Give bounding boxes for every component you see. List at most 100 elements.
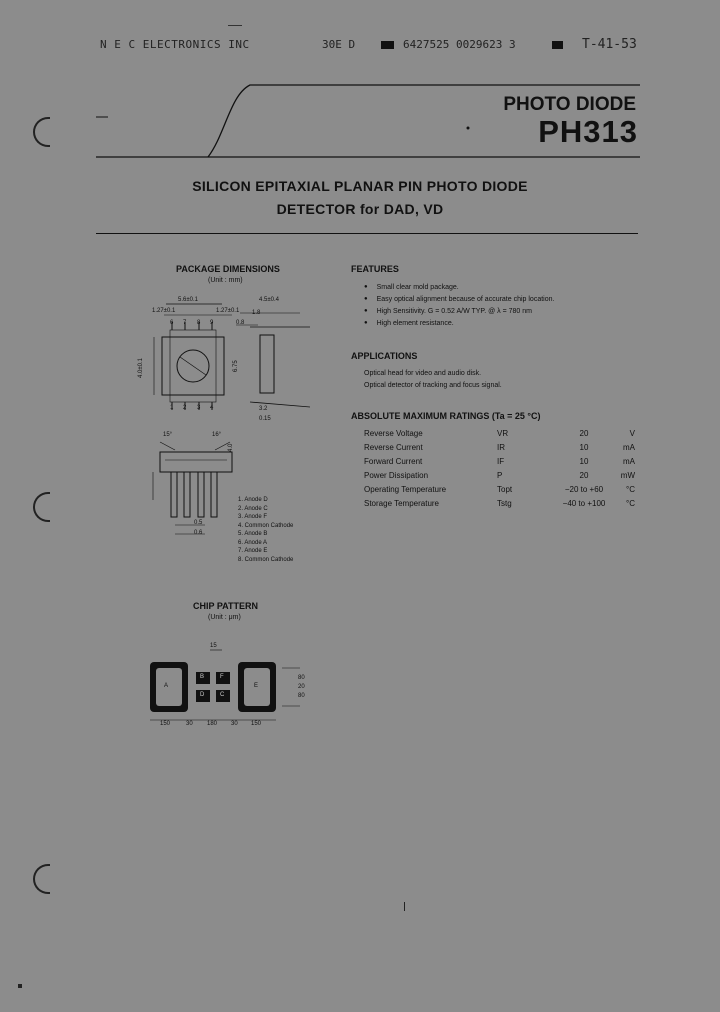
pin-item: 2. Anode C [238, 505, 268, 512]
chip-cell-e: E [254, 683, 259, 689]
pin-item: 5. Anode B [238, 531, 268, 537]
pin-label-bottom-4: 4 [210, 405, 214, 411]
pin-label-bottom-1: 1 [170, 405, 174, 411]
param-cell: Forward Current [364, 457, 423, 466]
ratings-heading: ABSOLUTE MAXIMUM RATINGS (Ta = 25 °C) [351, 411, 541, 421]
dim-angle-16: 16° [212, 432, 222, 438]
unit-cell: °C [626, 485, 635, 494]
chip-cell-b: B [200, 674, 205, 680]
chip-bottom-dim: 30 [186, 721, 193, 727]
symbol-cell: Tstg [497, 499, 512, 508]
header-number: 6427525 0029623 3 [403, 38, 516, 51]
chip-bottom-dim: 180 [207, 721, 218, 727]
chip-right-dim: 80 [298, 675, 305, 681]
value-cell: 20 [579, 429, 589, 438]
chip-cell-d: D [200, 692, 205, 698]
pin-label-bottom-3: 3 [197, 405, 201, 411]
table-row: Reverse Voltage VR 20 V [364, 429, 635, 443]
dim-width: 5.6±0.1 [178, 297, 198, 303]
title-bar-graphic [96, 84, 640, 158]
pin-item: 3. Anode F [238, 514, 268, 520]
param-cell: Storage Temperature [364, 499, 440, 508]
dim-height: 4.0±0.1 [138, 358, 144, 378]
unit-cell: °C [626, 499, 635, 508]
symbol-cell: VR [497, 429, 509, 438]
dim-pitch-right: 1.27±0.1 [216, 308, 240, 314]
table-row: Forward Current IF 10 mA [364, 457, 635, 471]
param-cell: Reverse Voltage [364, 429, 423, 438]
feature-item: Easy optical alignment because of accura… [364, 296, 555, 303]
symbol-cell: IR [497, 443, 505, 452]
table-row: Operating Temperature Topt −20 to +60 °C [364, 485, 635, 499]
unit-cell: mA [623, 457, 635, 466]
dim-0-6: 0.6 [194, 530, 203, 536]
ratings-table: Reverse Voltage VR 20 V Reverse Current … [364, 429, 635, 513]
scan-speck [18, 984, 22, 988]
value-cell: 20 [579, 471, 589, 480]
package-heading: PACKAGE DIMENSIONS [176, 264, 280, 274]
title-line-2: DETECTOR for DAD, VD [276, 201, 444, 217]
applications-list: Optical head for video and audio disk. O… [364, 370, 502, 394]
symbol-cell: P [497, 471, 503, 480]
product-category: PHOTO DIODE [503, 94, 636, 115]
chip-top-dim: 15 [210, 643, 217, 649]
chip-cell-f: F [220, 674, 224, 680]
scan-speck [404, 902, 405, 911]
feature-item: High Sensitivity. G = 0.52 A/W TYP. @ λ … [364, 308, 554, 315]
chip-cell-c: C [220, 692, 225, 698]
unit-cell: V [629, 429, 635, 438]
dim-angle-15: 15° [163, 432, 173, 438]
application-item: Optical detector of tracking and focus s… [364, 382, 502, 389]
param-cell: Operating Temperature [364, 485, 447, 494]
binder-clip-mark [33, 117, 50, 147]
table-row: Reverse Current IR 10 mA [364, 443, 635, 457]
dim-pitch-left: 1.27±0.1 [152, 308, 176, 314]
dim-0-5: 0.5 [194, 520, 203, 526]
symbol-cell: IF [497, 457, 505, 466]
features-list: Small clear mold package. Easy optical a… [364, 284, 555, 332]
dim-0-15: 0.15 [259, 416, 271, 422]
value-cell: 10 [579, 443, 589, 452]
chip-right-dim: 80 [298, 693, 305, 699]
feature-item: Small clear mold package. [364, 284, 554, 291]
header-code: 30E D [322, 38, 356, 51]
package-top-view [153, 303, 311, 410]
param-cell: Reverse Current [364, 443, 423, 452]
chip-pattern-diagram [150, 649, 300, 721]
pin-item: 4. Common Cathode [238, 522, 294, 529]
chip-unit: (Unit : μm) [208, 614, 241, 621]
table-row: Storage Temperature Tstg −40 to +100 °C [364, 499, 635, 513]
pin-item: 8. Common Cathode [238, 556, 294, 563]
feature-item: High element resistance. [364, 320, 554, 327]
header-black-block [552, 41, 563, 49]
package-unit: (Unit : mm) [208, 277, 243, 284]
application-item: Optical head for video and audio disk. [364, 370, 482, 377]
header-tag: T-41-53 [582, 37, 637, 52]
table-row: Power Dissipation P 20 mW [364, 471, 635, 485]
param-cell: Power Dissipation [364, 471, 429, 480]
dim-0-8: 0.8 [236, 320, 245, 326]
title-divider [96, 233, 638, 234]
dim-4-0: 4.0 [228, 443, 234, 452]
dim-side-height: 6.75 [233, 360, 239, 372]
chip-bottom-dim: 30 [231, 721, 238, 727]
pin-label-top-9: 9 [210, 320, 214, 326]
pin-label-bottom-2: 2 [183, 405, 187, 411]
chip-right-dim: 20 [298, 684, 305, 690]
unit-cell: mW [620, 471, 635, 480]
header-black-block [381, 41, 394, 49]
unit-cell: mA [623, 443, 635, 452]
chip-bottom-dim: 150 [251, 721, 262, 727]
part-number: PH313 [538, 114, 638, 149]
chip-cell-a: A [164, 683, 169, 689]
pin-item: 1. Anode D [238, 497, 268, 503]
pin-label-top-6: 6 [170, 320, 174, 326]
chip-bottom-dim: 150 [160, 721, 171, 727]
symbol-cell: Topt [497, 485, 513, 494]
title-line-1: SILICON EPITAXIAL PLANAR PIN PHOTO DIODE [192, 178, 528, 194]
binder-clip-mark [33, 864, 50, 894]
header-top-tick [228, 25, 242, 26]
value-cell: −20 to +60 [564, 485, 604, 494]
pin-label-top-7: 7 [183, 320, 187, 326]
company-header: N E C ELECTRONICS INC [100, 38, 250, 51]
